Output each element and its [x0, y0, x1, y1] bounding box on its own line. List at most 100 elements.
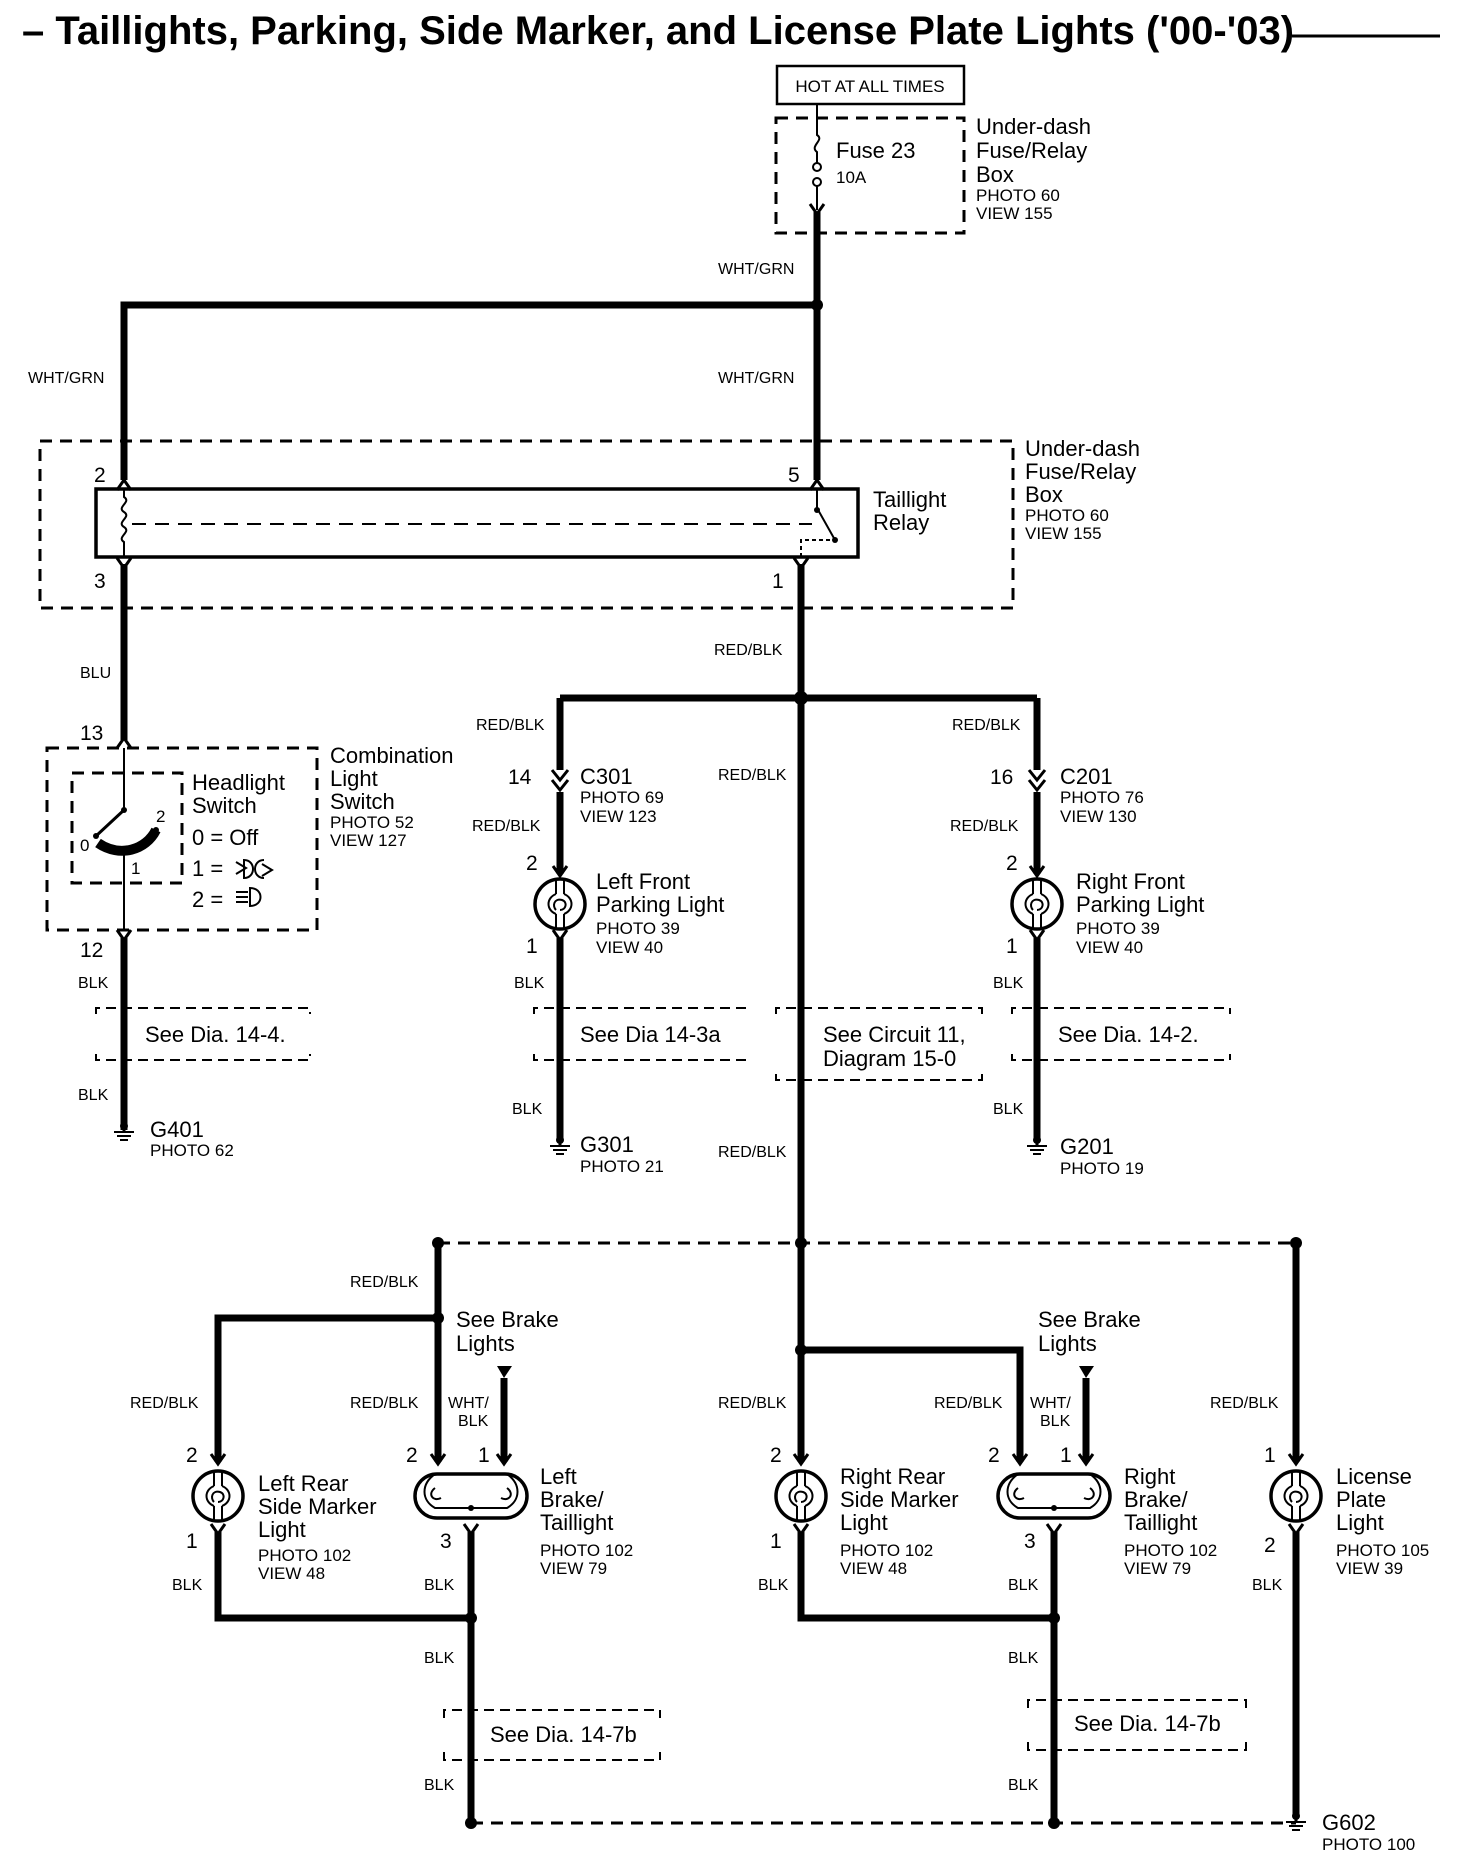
switch-arc [95, 827, 161, 856]
see-circuit-11-2: Diagram 15-0 [823, 1046, 956, 1071]
see-brake-right-1: See Brake [1038, 1307, 1141, 1332]
rf-parking-bulb-icon [1010, 877, 1064, 931]
wire-label-blk-lf-1: BLK [514, 975, 545, 992]
c301-pin: 14 [508, 766, 532, 789]
wire-blk-rr-marker [797, 1532, 1054, 1622]
connector-c301-icon [550, 768, 570, 792]
splice-front [794, 691, 808, 705]
license-name-2: Plate [1336, 1487, 1386, 1512]
wire-label-redblk-lf-2: RED/BLK [472, 818, 541, 835]
wire-label-blk-lr-2: BLK [424, 1577, 455, 1594]
license-view: VIEW 39 [1336, 1559, 1403, 1578]
relay-contact [816, 489, 836, 541]
lf-parking-pin-1: 1 [526, 935, 538, 958]
wire-blk-lr-marker [214, 1532, 471, 1622]
c201-pin: 16 [990, 766, 1013, 789]
rr-marker-view: VIEW 48 [840, 1559, 907, 1578]
ground-g602-name: G602 [1322, 1810, 1376, 1835]
ground-g301-name: G301 [580, 1132, 634, 1157]
rf-parking-name-1: Right Front [1076, 869, 1185, 894]
see-brake-left-1: See Brake [456, 1307, 559, 1332]
hot-at-all-times-box [775, 64, 966, 106]
rf-parking-pin-1: 1 [1006, 935, 1018, 958]
switch-contact-2: 2 [156, 807, 165, 826]
wire-label-blk-lr-3: BLK [424, 1650, 455, 1667]
relay-pin-5: 5 [788, 464, 800, 487]
fuse-23-symbol [813, 118, 821, 165]
lr-marker-view: VIEW 48 [258, 1564, 325, 1583]
parking-lights-icon [235, 858, 274, 880]
switch-position-1: 1 = [192, 856, 223, 881]
see-dia-14-4: See Dia. 14-4. [145, 1022, 286, 1047]
wire-whtgrn-left [120, 301, 817, 480]
combo-switch-photo: PHOTO 52 [330, 813, 414, 832]
wire-label-whtblk-left-2: BLK [458, 1413, 489, 1430]
wire-label-blk-lf-2: BLK [512, 1101, 543, 1118]
wire-label-blk-rr-2: BLK [1008, 1577, 1039, 1594]
license-photo: PHOTO 105 [1336, 1541, 1429, 1560]
license-name-1: License [1336, 1464, 1412, 1489]
r-brake-pin-1: 1 [1060, 1444, 1072, 1467]
relay-pin-1: 1 [772, 570, 784, 593]
wire-label-redblk-rf-1: RED/BLK [952, 717, 1021, 734]
lf-parking-pin-2: 2 [526, 852, 538, 875]
splice-whtgrn [811, 299, 823, 311]
hot-at-all-times-label: HOT AT ALL TIMES [795, 77, 944, 96]
wire-label-blk-license: BLK [1252, 1577, 1283, 1594]
r-brake-pin-3: 3 [1024, 1530, 1036, 1553]
license-name-3: Light [1336, 1510, 1384, 1535]
c301-view: VIEW 123 [580, 807, 657, 826]
combo-pin-12: 12 [80, 939, 103, 962]
fuse-box-top-name-2: Fuse/Relay [976, 138, 1087, 163]
c301-photo: PHOTO 69 [580, 788, 664, 807]
see-dia-14-3a: See Dia 14-3a [580, 1022, 721, 1047]
ground-g301-photo: PHOTO 21 [580, 1157, 664, 1176]
l-brake-pin-1: 1 [478, 1444, 490, 1467]
wire-label-whtgrn-3: WHT/GRN [718, 370, 794, 387]
lr-marker-name-2: Side Marker [258, 1494, 377, 1519]
fuse-23-label: Fuse 23 [836, 138, 916, 163]
wire-label-redblk-rr-2: RED/BLK [934, 1395, 1003, 1412]
relay-pin-2: 2 [94, 464, 106, 487]
wire-label-blk-rr-1: BLK [758, 1577, 789, 1594]
see-circuit-11-1: See Circuit 11, [823, 1022, 966, 1047]
headlight-icon [236, 886, 262, 908]
wire-label-blk-1: BLK [78, 975, 109, 992]
combo-pin-13: 13 [80, 722, 103, 745]
lr-marker-bulb-icon [191, 1469, 245, 1523]
see-dia-14-7b-right: See Dia. 14-7b [1074, 1711, 1221, 1736]
l-brake-view: VIEW 79 [540, 1559, 607, 1578]
rr-marker-name-1: Right Rear [840, 1464, 945, 1489]
relay-box-name-1: Under-dash [1025, 436, 1140, 461]
ground-g401-name: G401 [150, 1117, 204, 1142]
relay-box-photo: PHOTO 60 [1025, 506, 1109, 525]
r-brake-name-2: Brake/ [1124, 1487, 1188, 1512]
wire-label-blk-rr-4: BLK [1008, 1777, 1039, 1794]
combo-switch-name-3: Switch [330, 789, 395, 814]
switch-blade [94, 808, 126, 838]
relay-pin-3: 3 [94, 570, 106, 593]
switch-contact-1: 1 [131, 859, 140, 878]
c201-photo: PHOTO 76 [1060, 788, 1144, 807]
fuse-box-top-name-1: Under-dash [976, 114, 1091, 139]
wire-label-blk-lr-4: BLK [424, 1777, 455, 1794]
l-brake-photo: PHOTO 102 [540, 1541, 633, 1560]
wire-label-blk-lr-1: BLK [172, 1577, 203, 1594]
see-brake-left-2: Lights [456, 1331, 515, 1356]
lf-parking-photo: PHOTO 39 [596, 919, 680, 938]
switch-position-0: 0 = Off [192, 825, 259, 850]
lr-marker-pin-2: 2 [186, 1444, 198, 1467]
switch-position-2: 2 = [192, 887, 223, 912]
combo-switch-name-2: Light [330, 766, 378, 791]
diagram-title: – Taillights, Parking, Side Marker, and … [22, 9, 1294, 53]
rr-marker-bulb-icon [774, 1469, 828, 1523]
wire-label-redblk-lf-1: RED/BLK [476, 717, 545, 734]
rf-parking-photo: PHOTO 39 [1076, 919, 1160, 938]
rr-marker-pin-1: 1 [770, 1530, 782, 1553]
ground-g201-name: G201 [1060, 1134, 1114, 1159]
headlight-switch-name-2: Switch [192, 793, 257, 818]
ground-g602-icon [1284, 1810, 1308, 1832]
r-brake-bulb-icon [996, 1472, 1112, 1520]
r-brake-name-1: Right [1124, 1464, 1175, 1489]
c201-view: VIEW 130 [1060, 807, 1137, 826]
